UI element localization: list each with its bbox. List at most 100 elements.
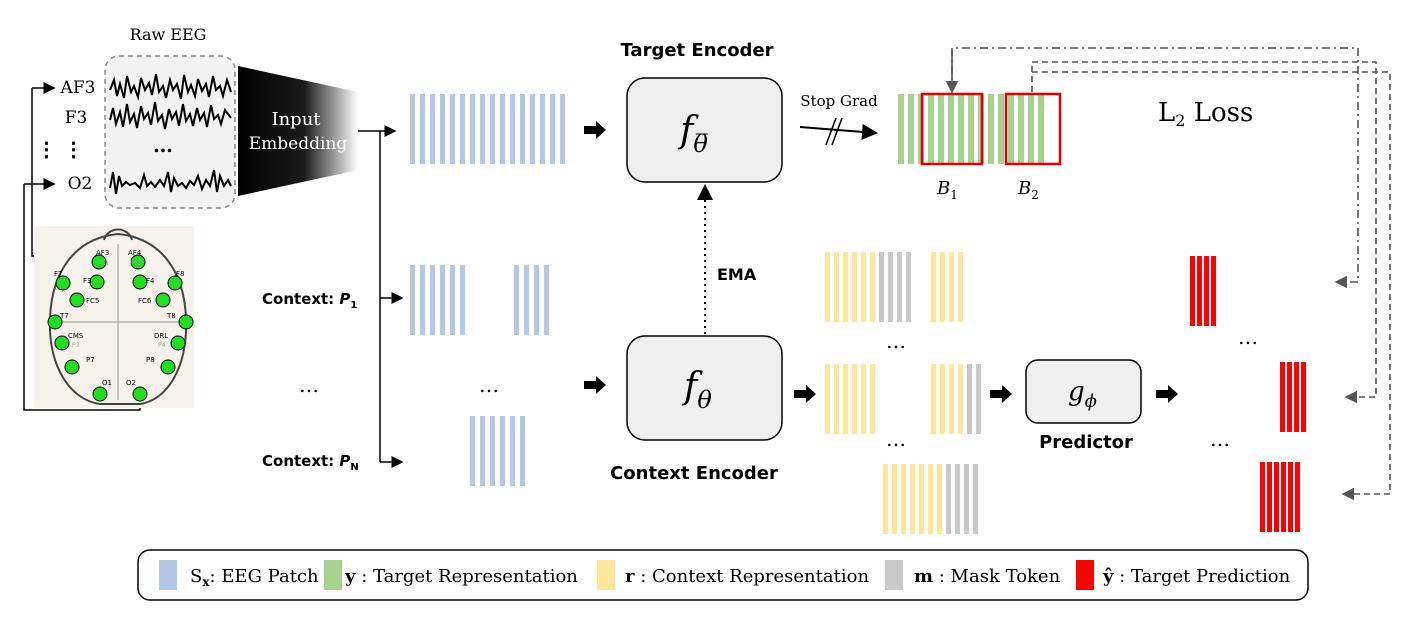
target-prediction-patch	[1280, 362, 1285, 432]
mask-token	[967, 364, 972, 434]
loss-dashdot-line	[951, 47, 1359, 289]
el-af3: AF3	[96, 249, 109, 257]
context-rep-patch	[825, 364, 830, 434]
context-rep-patch	[940, 252, 945, 322]
target-prediction-patch	[1294, 362, 1299, 432]
mask-token	[955, 464, 960, 534]
context-rep-patch	[825, 252, 830, 322]
mask-token	[964, 464, 969, 534]
target-prediction-patch	[1211, 256, 1216, 326]
eeg-patch	[544, 265, 549, 335]
el-cms: CMS	[68, 332, 84, 340]
eeg-patch	[490, 94, 495, 164]
l2-loss-label: L2 Loss	[1158, 98, 1253, 130]
context-rep-patch	[834, 252, 839, 322]
eeg-wave-3	[109, 169, 232, 195]
target-rep-patch	[998, 94, 1004, 164]
legend-item-mask-token: m : Mask Token	[885, 560, 1061, 590]
el-af3-sub: FP1	[98, 260, 109, 267]
el-f7: F7	[54, 270, 62, 278]
context-rep-patch	[949, 364, 954, 434]
predictor-box	[1025, 359, 1142, 424]
context-pn-label: Context: PN	[262, 452, 359, 473]
stop-grad-label: Stop Grad	[800, 92, 878, 110]
target-prediction-patch	[1295, 462, 1300, 532]
mask-token	[906, 252, 911, 322]
prediction-ellipsis-top: …	[1238, 325, 1258, 349]
target-rep-patch	[1018, 94, 1024, 164]
context-representation-mid	[825, 364, 981, 434]
channel-f3: F3	[65, 108, 88, 128]
eeg-patch	[524, 265, 529, 335]
eeg-patch	[530, 94, 535, 164]
channel-af3: AF3	[60, 78, 96, 98]
eeg-patch	[490, 416, 495, 486]
context-ellipsis-mid: …	[479, 373, 499, 397]
context-rep-patch	[892, 464, 897, 534]
el-p7: P7	[86, 356, 95, 364]
context-rep-patch	[861, 364, 866, 434]
target-prediction-top	[1190, 256, 1216, 326]
target-rep-patch	[1028, 94, 1034, 164]
context-rep-patch	[937, 464, 942, 534]
target-prediction-patch	[1288, 462, 1293, 532]
el-fc6: FC6	[138, 297, 152, 305]
svg-text:y : Target Representation: y : Target Representation	[344, 566, 578, 587]
eeg-patch	[470, 94, 475, 164]
target-rep-patch	[898, 94, 904, 164]
eeg-patch	[510, 94, 515, 164]
stop-grad-slash-1	[825, 117, 837, 146]
el-f8: F8	[176, 270, 184, 278]
target-prediction-mid	[1280, 362, 1306, 432]
target-prediction-patch	[1281, 462, 1286, 532]
eeg-patch	[410, 265, 415, 335]
context-rep-patch	[949, 252, 954, 322]
eeg-patch	[480, 416, 485, 486]
arrow-to-predictor	[990, 385, 1012, 403]
eeg-patch	[480, 94, 485, 164]
context-p1-label: Context: P1	[262, 290, 357, 311]
el-drl: DRL	[154, 332, 168, 340]
svg-text:r : Context Representation: r : Context Representation	[625, 566, 869, 587]
target-prediction-patch	[1287, 362, 1292, 432]
target-prediction-patch	[1267, 462, 1272, 532]
target-prediction-patch	[1301, 362, 1306, 432]
eeg-patch	[500, 416, 505, 486]
eeg-patch	[510, 416, 515, 486]
electrode-head-map: AF3 FP1 AF4 FP2 F7 F8 F3 F4 FC5 FC6 T7 T…	[34, 226, 194, 408]
block-b1-label: B1	[936, 178, 958, 202]
predictor-fn: gϕ	[1068, 377, 1097, 412]
block-b1-outline	[920, 92, 984, 166]
context-rep-patch	[958, 364, 963, 434]
mask-token	[973, 464, 978, 534]
eeg-patch-stack-p1-left	[410, 265, 465, 335]
context-rep-ellipsis-top: …	[886, 329, 906, 353]
target-prediction-patch	[1274, 462, 1279, 532]
context-rep-patch	[852, 252, 857, 322]
eeg-patch	[440, 94, 445, 164]
arrow-encoder-to-reps	[794, 385, 816, 403]
context-rep-patch	[931, 364, 936, 434]
el-f4: F4	[146, 277, 155, 285]
el-o2: O2	[126, 379, 136, 387]
eeg-patch	[470, 416, 475, 486]
legend-item-target-representation: y : Target Representation	[324, 560, 578, 590]
eeg-patch	[430, 265, 435, 335]
context-ellipsis-left: …	[299, 373, 319, 397]
ema-label: EMA	[717, 265, 757, 284]
context-rep-patch	[852, 364, 857, 434]
eeg-patch	[460, 265, 465, 335]
target-rep-patch	[908, 94, 914, 164]
target-rep-patch	[1038, 94, 1044, 164]
target-prediction-patch	[1204, 256, 1209, 326]
legend-item-eeg-patch: Sx: EEG Patch	[159, 560, 319, 590]
el-o1: O1	[102, 379, 112, 387]
loss-dashed-line-2	[1032, 71, 1391, 501]
context-rep-patch	[843, 252, 848, 322]
context-rep-patch	[940, 364, 945, 434]
context-rep-patch	[901, 464, 906, 534]
block-b2-label: B2	[1017, 178, 1039, 202]
eeg-patch	[440, 265, 445, 335]
context-rep-patch	[931, 252, 936, 322]
